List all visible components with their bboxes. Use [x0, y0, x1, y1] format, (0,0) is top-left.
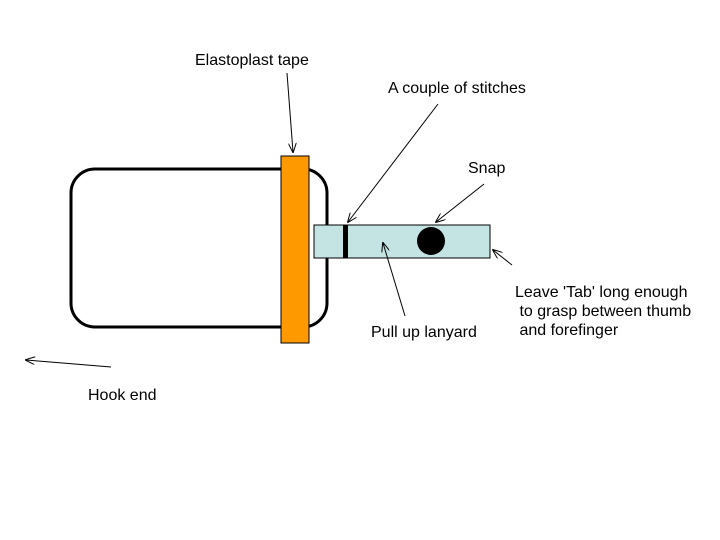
label-pull-up-lanyard: Pull up lanyard	[371, 324, 477, 341]
elastoplast-tape	[280, 155, 310, 344]
label-hook-end: Hook end	[88, 387, 157, 404]
arrow-stitches	[348, 103, 439, 222]
label-elastoplast-tape: Elastoplast tape	[195, 52, 309, 69]
arrow-elastoplast	[286, 72, 293, 152]
arrow-snap	[436, 183, 485, 222]
stitch-line	[343, 225, 348, 258]
label-tab-note: Leave 'Tab' long enough to grasp between…	[515, 284, 692, 339]
arrow-hook-end	[26, 360, 112, 368]
label-snap: Snap	[468, 160, 506, 177]
snap-dot	[417, 227, 445, 255]
arrow-tab-note	[493, 250, 513, 266]
lanyard-tab	[313, 224, 491, 259]
label-stitches: A couple of stitches	[388, 80, 526, 97]
arrow-pull-up-lanyard	[383, 243, 406, 317]
